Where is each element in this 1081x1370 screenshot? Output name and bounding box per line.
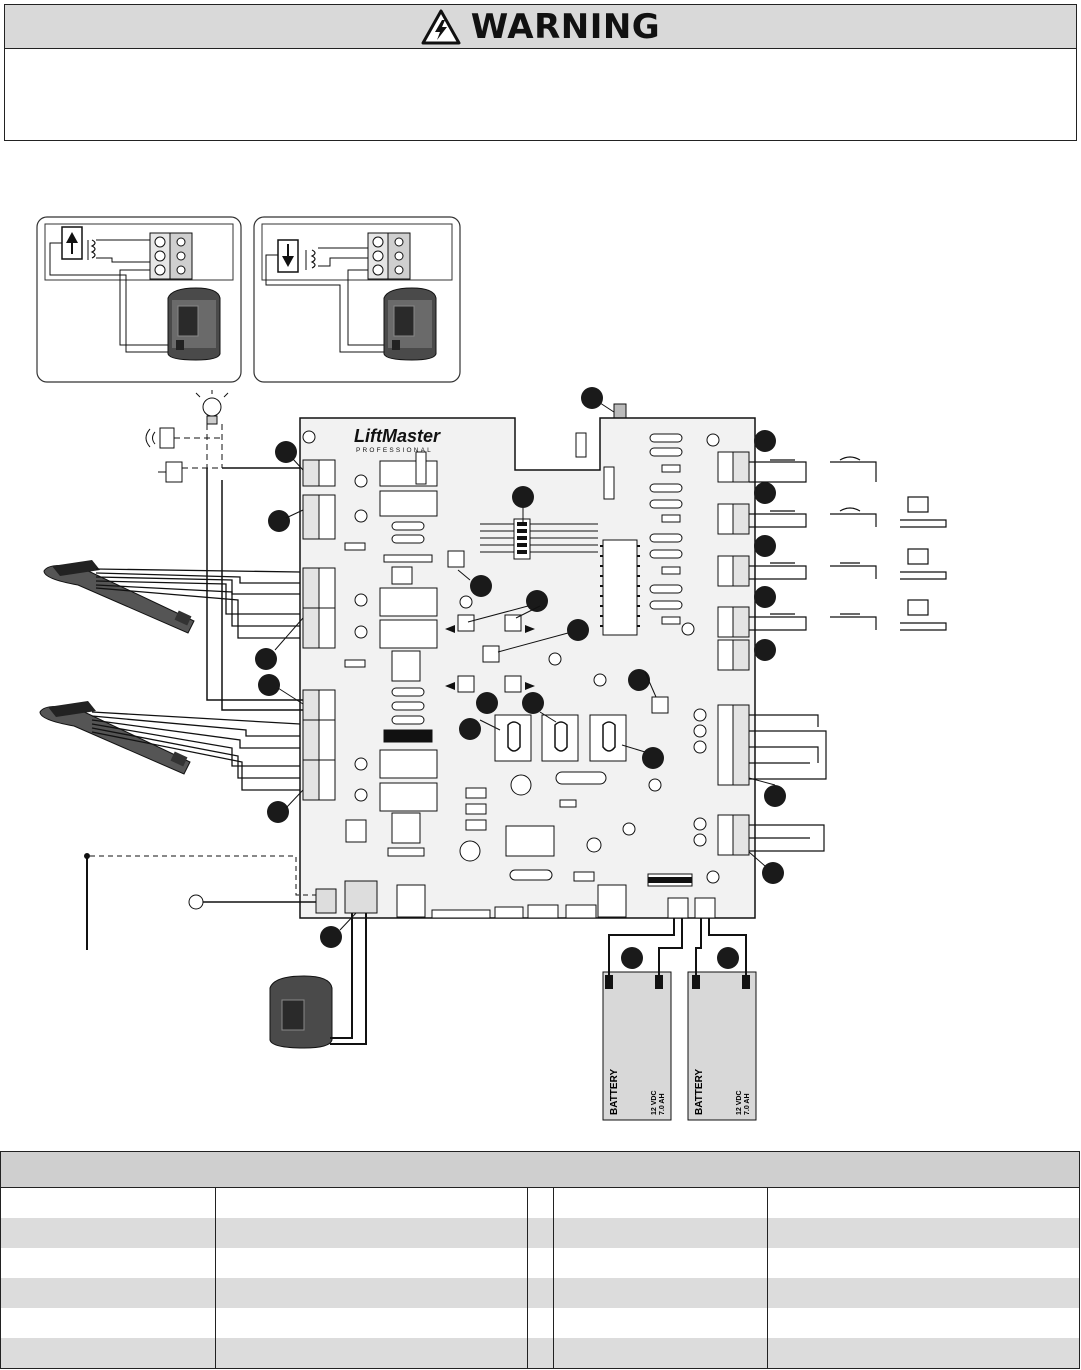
table-column-divider (215, 1188, 216, 1368)
left-terminal-blocks (302, 459, 336, 801)
alarm-icon (145, 427, 175, 449)
table-column-divider (767, 1188, 768, 1368)
battery-capacity: 7.0 AH (659, 1093, 666, 1115)
transformer-icon (269, 975, 333, 1049)
gate-actuator-icon (39, 701, 191, 775)
battery: BATTERY 12 VDC 7.0 AH (687, 971, 757, 1121)
battery-voltage: 12 VDC (651, 1090, 658, 1115)
wiring-diagram: LiftMaster PROFESSIONAL (36, 216, 947, 1121)
warning-box: WARNING (4, 4, 1077, 141)
battery-label: BATTERY (609, 1069, 620, 1115)
warning-header: WARNING (5, 5, 1076, 49)
inset-diagram-step-up (36, 216, 242, 383)
warning-title: WARNING (470, 6, 661, 47)
table-row (1, 1218, 1079, 1248)
photo-eye-icon (749, 456, 947, 852)
table-column-divider (553, 1188, 554, 1368)
electric-shock-warning-icon (421, 9, 461, 44)
light-bulb-icon (195, 390, 229, 425)
solenoid-lock-icon (158, 461, 183, 483)
battery: BATTERY 12 VDC 7.0 AH (602, 971, 672, 1121)
battery-voltage: 12 VDC (736, 1090, 743, 1115)
table-row (1, 1338, 1079, 1368)
table-row (1, 1308, 1079, 1338)
table-column-divider (527, 1188, 528, 1368)
battery-capacity: 7.0 AH (744, 1093, 751, 1115)
inset-diagram-step-down (253, 216, 461, 383)
ground-rod-icon (84, 853, 90, 950)
right-terminal-blocks (732, 451, 750, 856)
battery-label: BATTERY (694, 1069, 705, 1115)
transformer-icon (167, 287, 221, 361)
board-logo-sub: PROFESSIONAL (356, 447, 433, 454)
reference-table (0, 1151, 1080, 1369)
board-logo: LiftMaster (354, 426, 441, 446)
table-header (1, 1152, 1079, 1188)
table-row (1, 1248, 1079, 1278)
table-row (1, 1278, 1079, 1308)
ground-icon (188, 894, 316, 910)
table-row (1, 1188, 1079, 1218)
gate-actuator-icon (43, 560, 195, 634)
control-board: LiftMaster PROFESSIONAL (299, 417, 756, 919)
callout-markers (255, 387, 786, 969)
